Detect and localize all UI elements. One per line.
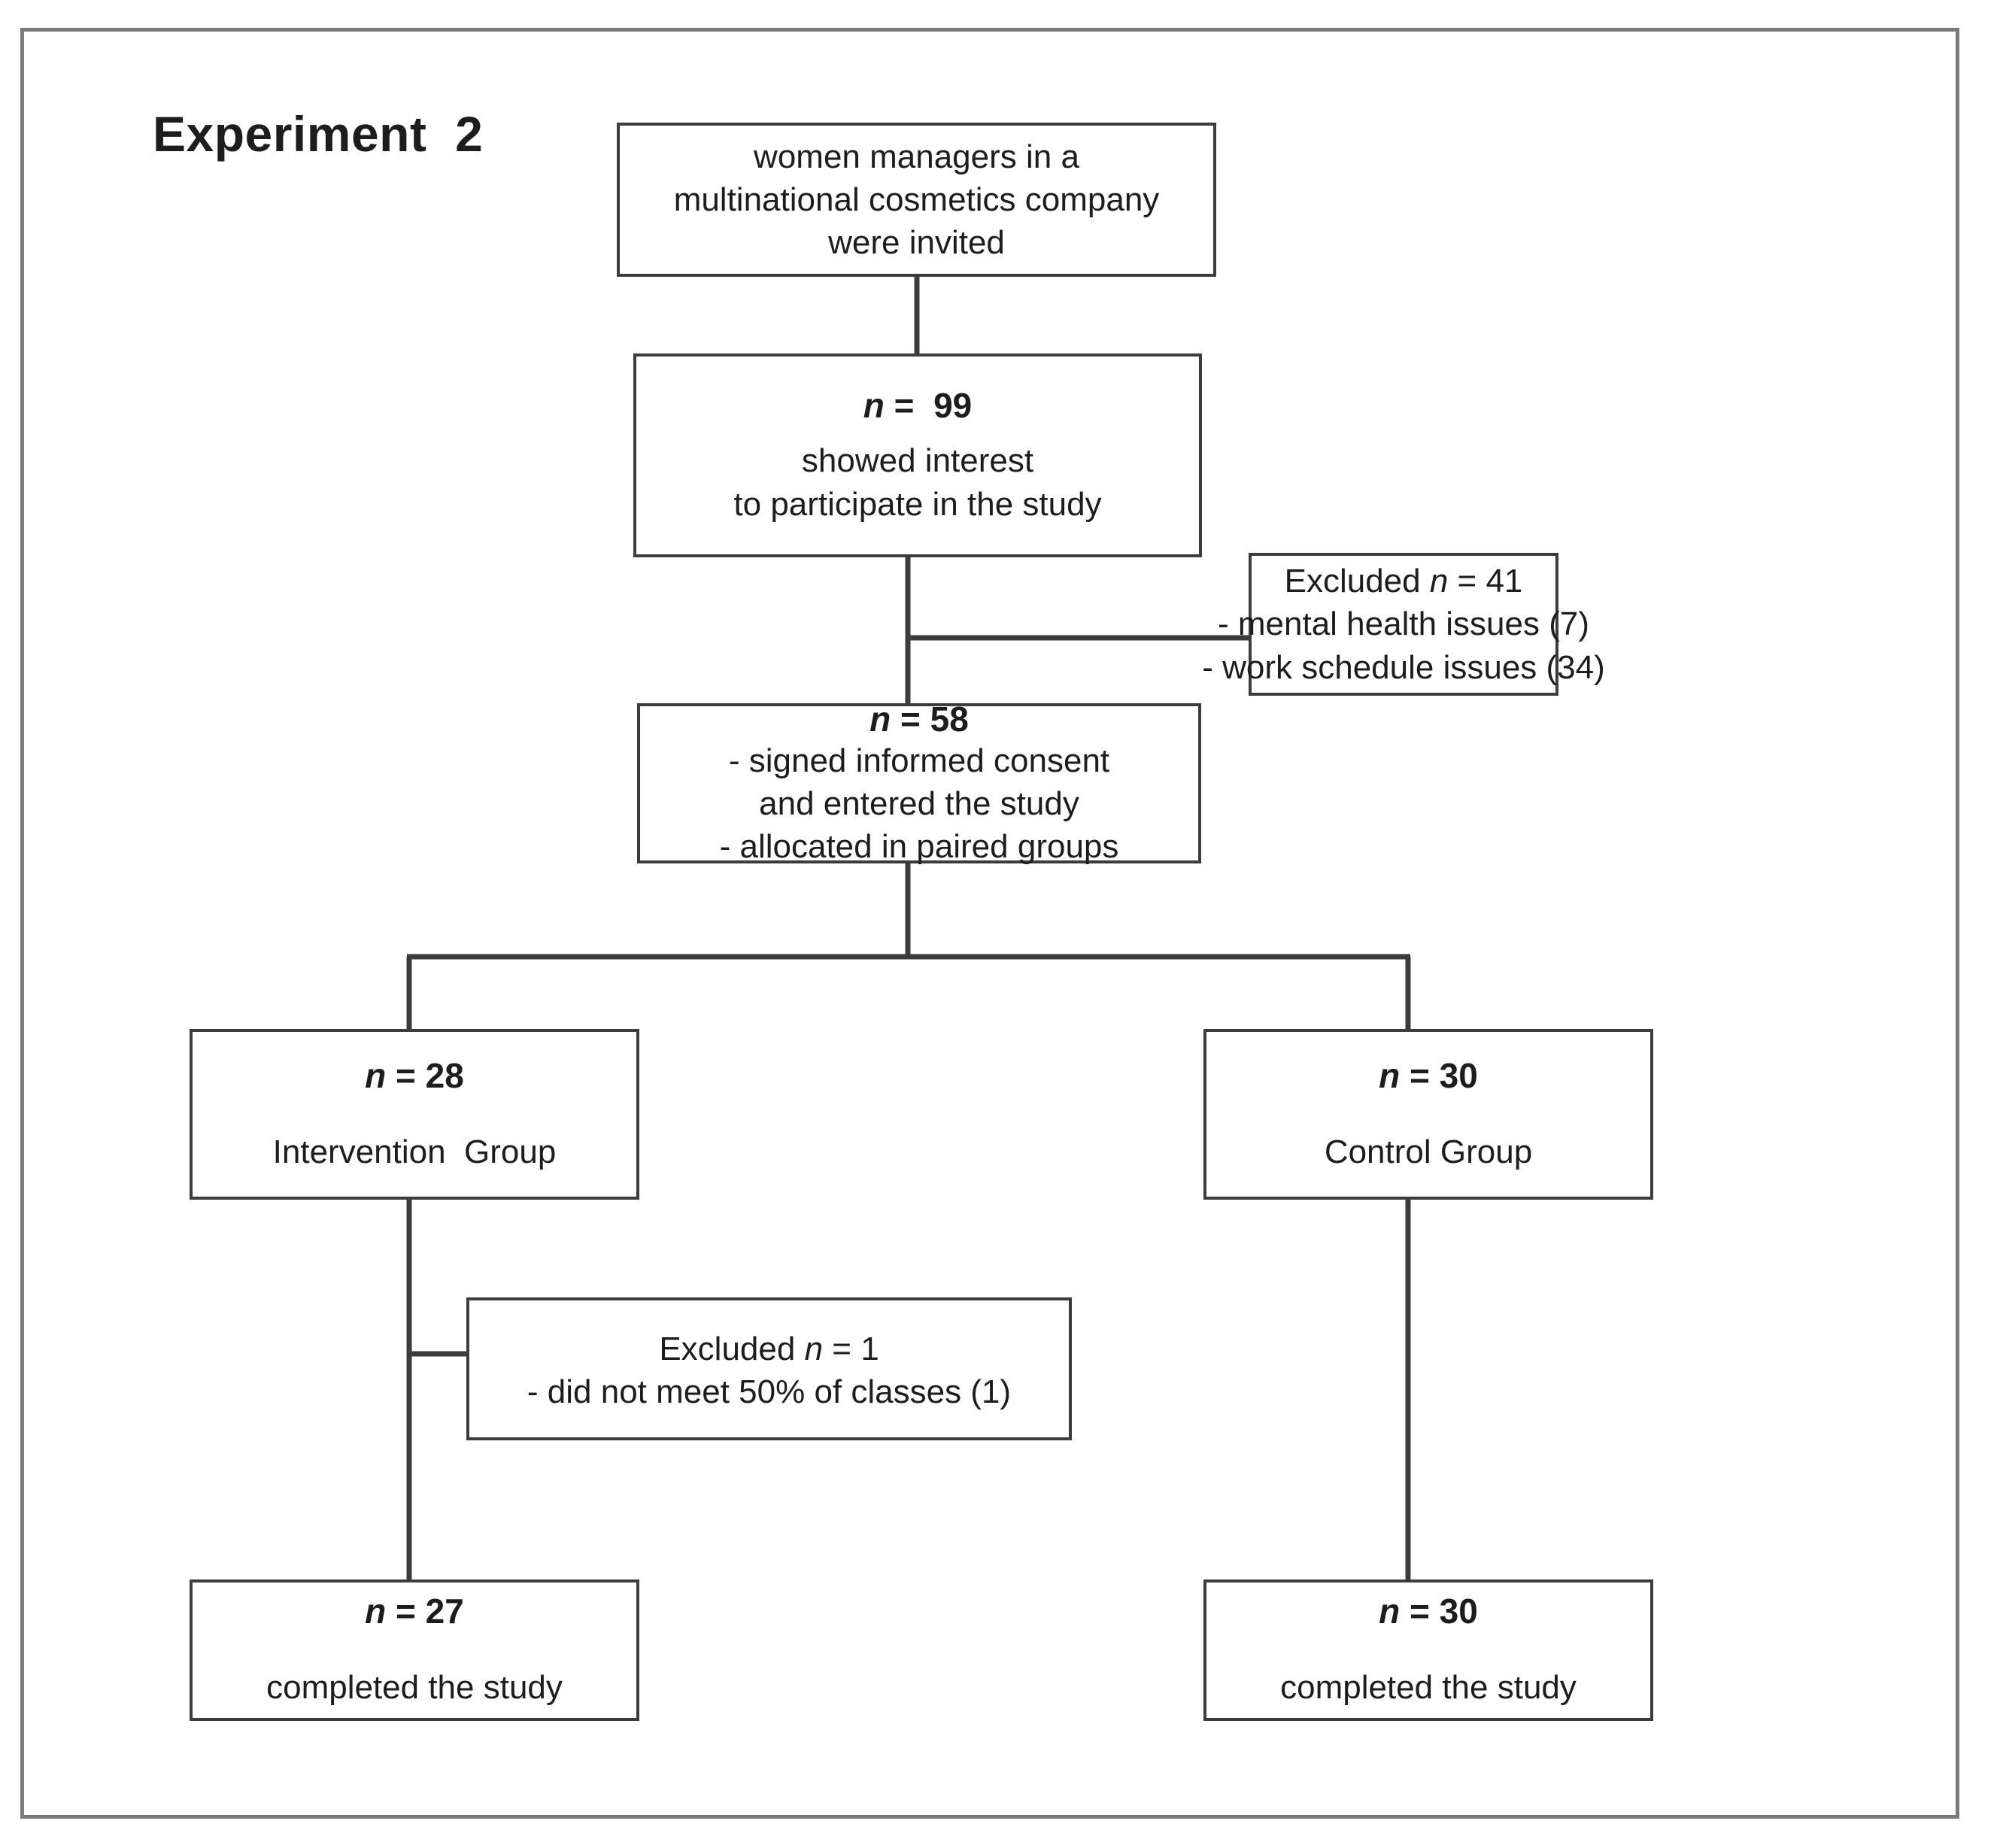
node-intervention-completed: n = 27 completed the study <box>190 1579 639 1721</box>
node-consented-line3: - allocated in paired groups <box>719 828 1119 866</box>
node-interested-n: n = 99 <box>863 386 973 426</box>
node-interested-line2: to participate in the study <box>733 485 1102 523</box>
node-intervention-n: n = 28 <box>365 1055 464 1095</box>
node-excluded-intervention-header: Excluded n = 1 <box>659 1331 879 1367</box>
node-invited-line2: multinational cosmetics company <box>673 181 1160 218</box>
node-control-completed-n: n = 30 <box>1379 1592 1478 1631</box>
node-interested: n = 99 showed interest to participate in… <box>633 354 1202 557</box>
node-excluded-top-header: Excluded n = 41 <box>1284 563 1523 600</box>
node-consented-n: n = 58 <box>869 699 969 739</box>
node-intervention-completed-label: completed the study <box>266 1669 563 1707</box>
node-intervention-label: Intervention Group <box>272 1133 557 1170</box>
node-excluded-top-line1: - mental health issues (7) <box>1218 605 1589 643</box>
node-control-completed: n = 30 completed the study <box>1203 1579 1653 1721</box>
node-control-group: n = 30 Control Group <box>1203 1029 1653 1200</box>
node-invited: women managers in a multinational cosmet… <box>617 123 1216 277</box>
node-consented-line2: and entered the study <box>759 784 1079 822</box>
node-invited-line1: women managers in a <box>754 138 1079 175</box>
node-interested-line1: showed interest <box>801 442 1034 480</box>
figure-frame <box>20 28 1959 1819</box>
node-control-completed-label: completed the study <box>1280 1669 1577 1707</box>
node-excluded-top: Excluded n = 41 - mental health issues (… <box>1202 553 1605 696</box>
node-excluded-top-line2: - work schedule issues (34) <box>1202 648 1605 686</box>
node-excluded-intervention: Excluded n = 1 - did not meet 50% of cla… <box>466 1297 1072 1440</box>
node-intervention-group: n = 28 Intervention Group <box>190 1029 639 1200</box>
node-excluded-intervention-line1: - did not meet 50% of classes (1) <box>527 1373 1012 1411</box>
node-consented-line1: - signed informed consent <box>728 742 1110 779</box>
figure-title: Experiment 2 <box>153 106 484 162</box>
node-control-n: n = 30 <box>1379 1055 1478 1095</box>
node-intervention-completed-n: n = 27 <box>365 1592 464 1631</box>
node-control-label: Control Group <box>1324 1133 1533 1170</box>
node-invited-line3: were invited <box>828 224 1005 262</box>
node-consented: n = 58 - signed informed consent and ent… <box>637 699 1201 865</box>
